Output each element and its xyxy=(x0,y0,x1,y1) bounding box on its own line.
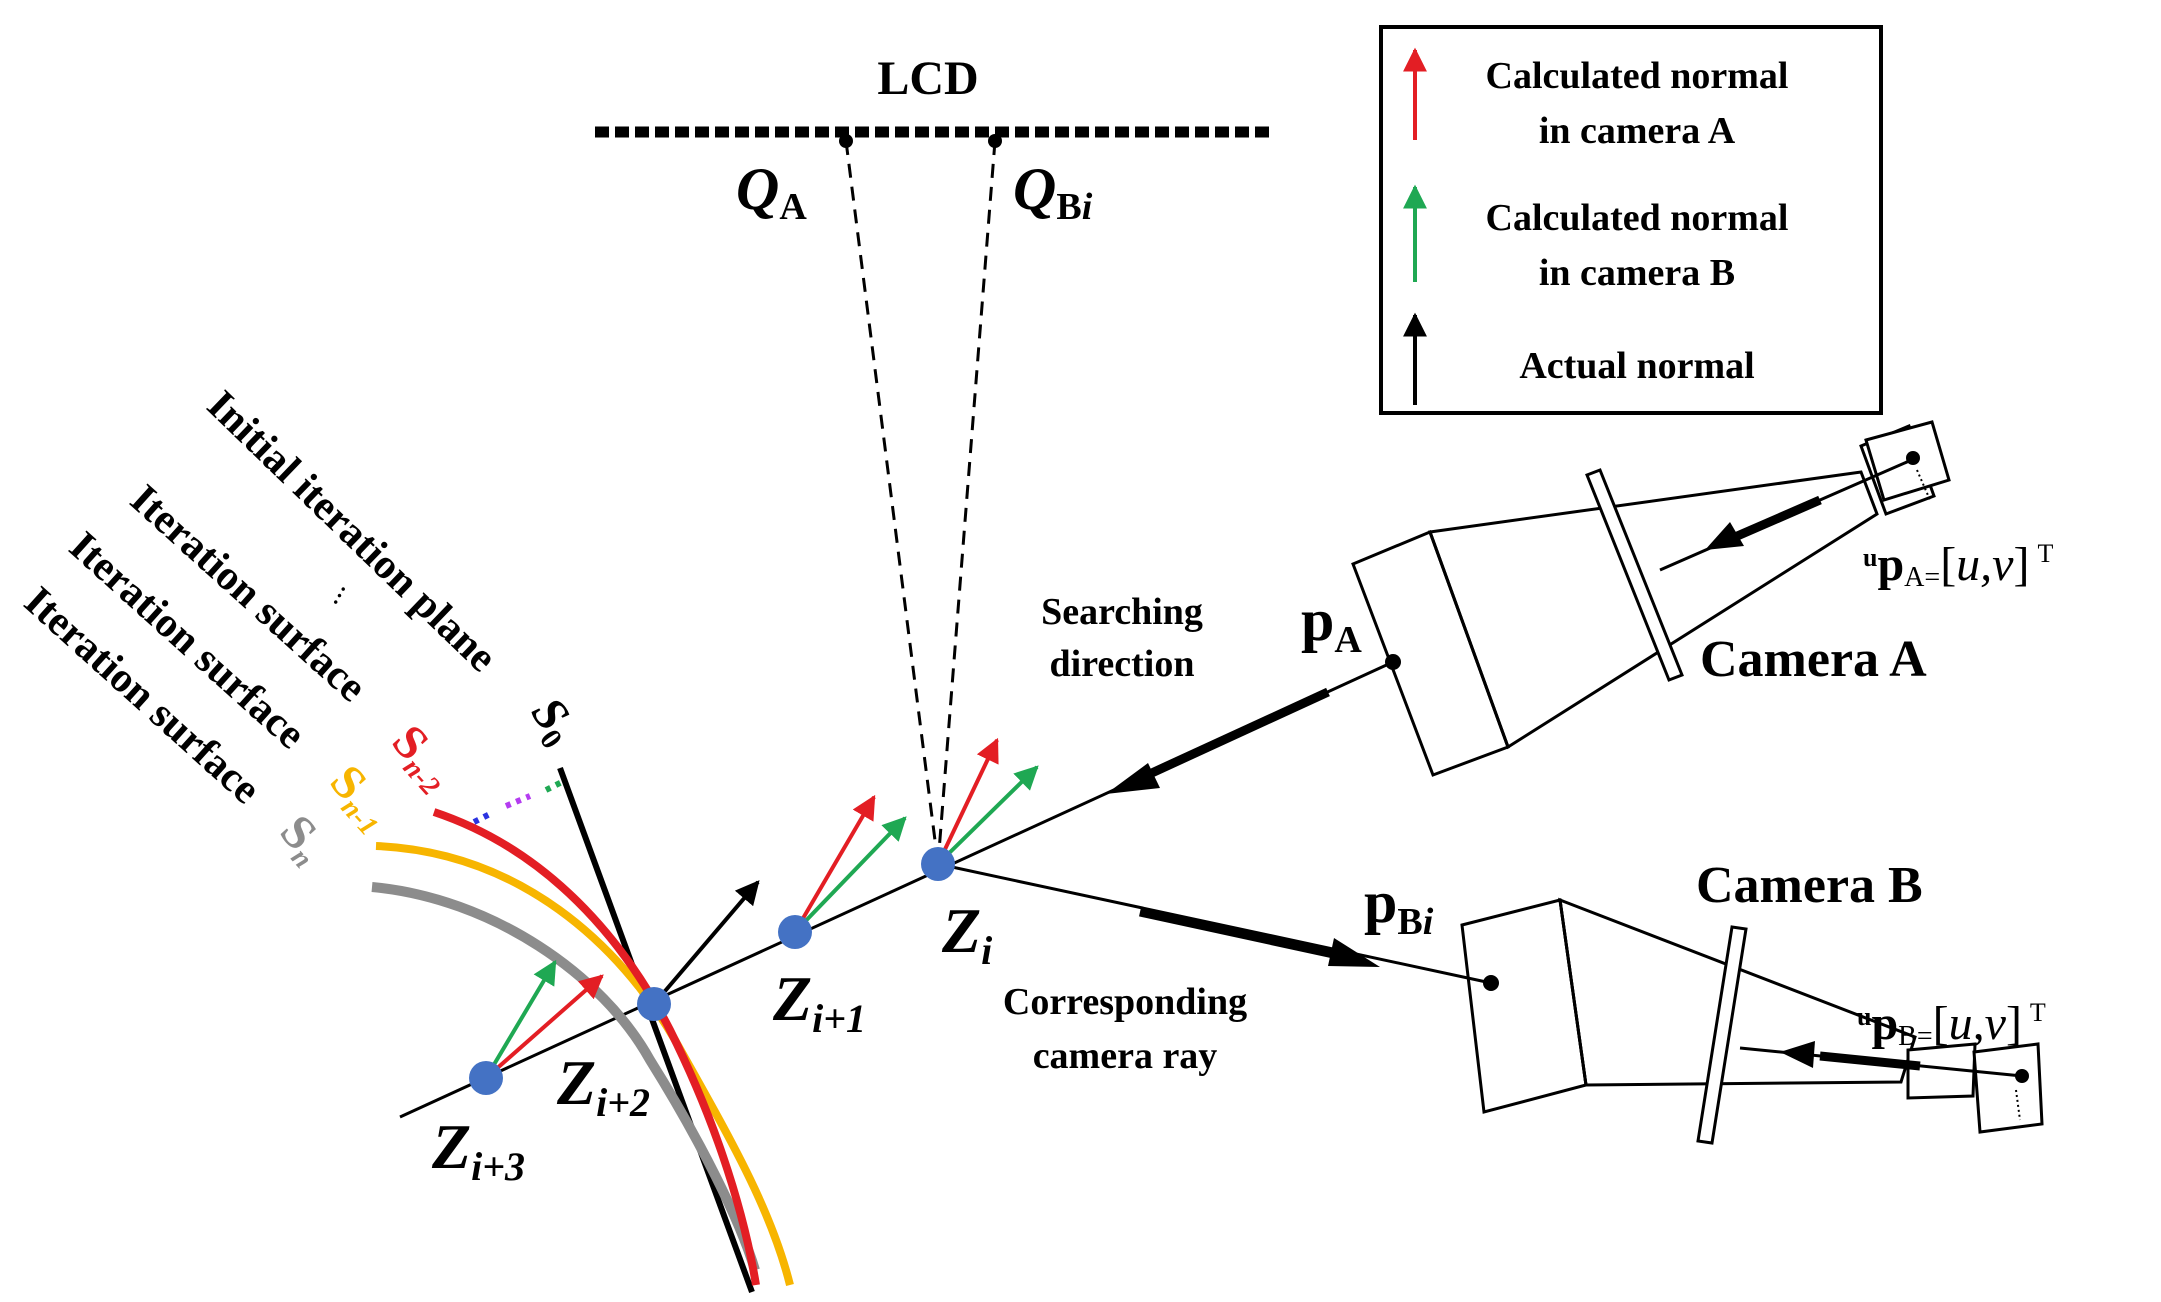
sn1-label: Sn-1 xyxy=(317,755,403,842)
pb-label: pBi xyxy=(1364,869,1434,943)
camera-a: pA Camera A upA=[u,v]T xyxy=(1301,420,2053,777)
zi1-label: Zi+1 xyxy=(772,963,866,1041)
qb-label: QBi xyxy=(1013,156,1093,228)
camera-a-lens xyxy=(1585,468,1684,682)
pa-point xyxy=(1385,654,1401,670)
camera-b-cone xyxy=(1558,897,1917,1087)
point-zi1 xyxy=(778,915,812,949)
point-zi2 xyxy=(637,987,671,1021)
sn-label: Sn xyxy=(267,805,338,875)
point-zi xyxy=(921,847,955,881)
gap-dot-green xyxy=(544,779,564,793)
camera-b-lens xyxy=(1696,925,1748,1145)
corresponding-ray-thick xyxy=(1139,907,1339,960)
lcd-group: LCD QA QBi xyxy=(595,52,1275,865)
camera-b-body xyxy=(1460,898,1588,1114)
camera-a-scale xyxy=(1916,469,1931,501)
surface-sn xyxy=(371,882,760,1272)
camera-a-ray-arrowhead xyxy=(1705,522,1744,550)
point-zi3 xyxy=(469,1061,503,1095)
normal-zi1-green xyxy=(793,816,907,934)
normal-zi3-red xyxy=(484,974,604,1080)
corresponding-ray xyxy=(937,862,1492,985)
normal-zi2-black xyxy=(652,880,760,1006)
zi2-label: Zi+2 xyxy=(556,1047,650,1125)
ray-annotations: Searching direction Corresponding camera… xyxy=(1003,591,1247,1077)
legend-green-line1: Calculated normal xyxy=(1486,197,1789,239)
gap-dot-violet xyxy=(504,793,532,809)
corresponding-arrowhead xyxy=(1328,938,1380,967)
zi3-label: Zi+3 xyxy=(431,1111,525,1189)
camera-a-label: Camera A xyxy=(1700,631,1927,688)
gap-dot-blue xyxy=(472,811,492,825)
qa-ray xyxy=(844,140,940,865)
corresponding-label-line1: Corresponding xyxy=(1003,981,1247,1023)
normal-zi1-red xyxy=(793,794,876,934)
camera-b-chip xyxy=(1972,1042,2044,1134)
pa-label: pA xyxy=(1301,587,1362,661)
camera-b-ray-arrowhead xyxy=(1780,1041,1815,1068)
surface-ellipsis: ... xyxy=(312,574,352,610)
lcd-label: LCD xyxy=(877,52,978,105)
surface-labels: Initial iteration plane ... Iteration su… xyxy=(15,382,589,875)
rays xyxy=(399,660,1492,1119)
legend: Calculated normal in camera A Calculated… xyxy=(1379,25,1883,415)
z-points: Zi Zi+1 Zi+2 Zi+3 xyxy=(431,847,992,1189)
camera-a-cone xyxy=(1427,470,1879,750)
qb-ray xyxy=(936,140,997,865)
zi-label: Zi xyxy=(941,895,992,973)
camera-a-body xyxy=(1351,530,1510,777)
corresponding-label-line2: camera ray xyxy=(1033,1035,1218,1077)
legend-red-line2: in camera A xyxy=(1539,110,1736,152)
initial-plane-label: Initial iteration plane xyxy=(198,382,505,681)
sn2-label: Sn-2 xyxy=(379,715,465,802)
pb-point xyxy=(1483,975,1499,991)
camera-b-ray-thick xyxy=(1819,1051,1921,1071)
legend-box xyxy=(1379,25,1883,415)
searching-label-line1: Searching xyxy=(1041,591,1203,633)
surface-sn2 xyxy=(432,808,760,1286)
initial-plane-s0 xyxy=(557,766,755,1294)
camera-b-formula: upB=[u,v]T xyxy=(1857,997,2046,1052)
iteration-surfaces xyxy=(371,766,794,1294)
camera-b-sensor xyxy=(1906,1042,1977,1100)
normals xyxy=(484,737,1039,1080)
camera-b: pBi Camera B upB=[u,v]T xyxy=(1364,857,2046,1145)
normal-zi3-green xyxy=(484,959,557,1080)
legend-red-line1: Calculated normal xyxy=(1486,55,1789,97)
camera-a-ray-thick xyxy=(1733,495,1822,542)
searching-ray-thick xyxy=(1128,687,1330,788)
camera-b-label: Camera B xyxy=(1696,857,1923,914)
s0-label: S0 xyxy=(518,688,589,755)
searching-arrowhead xyxy=(1106,763,1160,794)
camera-a-formula: upA=[u,v]T xyxy=(1863,538,2053,593)
legend-black-label: Actual normal xyxy=(1519,345,1754,387)
normal-zi-red xyxy=(936,737,999,865)
normal-zi-green xyxy=(936,765,1039,866)
camera-b-scale xyxy=(2015,1089,2021,1121)
legend-green-line2: in camera B xyxy=(1539,252,1735,294)
qa-label: QA xyxy=(736,156,807,228)
searching-label-line2: direction xyxy=(1050,643,1195,685)
